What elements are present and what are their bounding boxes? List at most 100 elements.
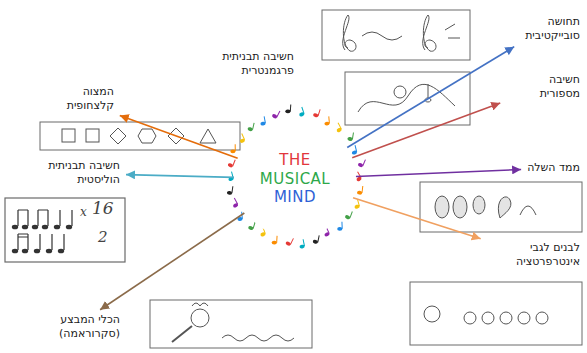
sketch-box-instrument — [150, 300, 312, 348]
circle-sketch — [500, 312, 512, 324]
arrow-connector — [356, 170, 521, 177]
sketch-frame — [345, 72, 470, 125]
concept-text: ממד השלה — [527, 161, 580, 175]
center-circle: THEMUSICALMIND — [236, 120, 354, 238]
hexagon-sketch — [138, 129, 156, 143]
repeat-number: 2 — [98, 228, 108, 247]
note-head — [46, 249, 52, 254]
sketch-frame — [5, 198, 125, 262]
note-head — [32, 225, 38, 230]
note-stem — [355, 145, 357, 152]
ring-note — [271, 109, 280, 119]
note-stem — [341, 222, 342, 229]
note-stem — [253, 123, 255, 130]
concept-text: הכלי המבצע (סקרוראמה) — [28, 313, 120, 342]
ring-note — [298, 239, 305, 249]
note-head — [272, 241, 277, 245]
ring-note — [334, 123, 343, 133]
title-word: THE — [279, 151, 310, 170]
circle-sketch — [424, 306, 440, 322]
wave-sketch — [222, 335, 294, 341]
blob-sketch — [473, 196, 485, 214]
concept-label: תחושה סובייקטיבית — [504, 14, 582, 45]
sketch-frame — [420, 182, 582, 232]
note-head — [22, 249, 28, 254]
connectors — [100, 47, 521, 310]
sketch-box-bricks — [410, 282, 582, 345]
note-stem — [277, 111, 280, 117]
note-stem — [318, 109, 320, 116]
note-stem — [303, 239, 304, 246]
ring-note — [272, 236, 278, 245]
arrow-connector — [120, 116, 238, 159]
concept-label: חשיבה תבניתית הוליסטית — [30, 158, 122, 189]
ring-note — [247, 122, 254, 132]
note-stem — [276, 236, 277, 243]
ring-note — [337, 222, 343, 231]
concept-label: המצוה קלצחופית — [34, 84, 116, 115]
circle-sketch — [394, 86, 406, 98]
note-stem — [234, 198, 237, 204]
diamond-sketch — [110, 128, 126, 144]
ring-note — [312, 234, 319, 244]
circle-sketch — [191, 309, 209, 327]
note-head — [34, 249, 40, 254]
note-stem — [328, 116, 330, 123]
ring-note — [230, 144, 235, 153]
ring-note — [344, 210, 352, 220]
blob-sketch — [453, 196, 467, 218]
note-stem — [235, 144, 236, 151]
blob-sketch — [498, 197, 511, 218]
note-heads — [12, 225, 72, 254]
ring-note — [347, 132, 354, 142]
concept-text: חשיבה מספורית — [506, 73, 580, 102]
repeat-number: 16 — [92, 198, 114, 219]
note-stem — [242, 133, 245, 139]
ring-note — [227, 158, 235, 168]
sketch-box-notes — [5, 198, 125, 262]
circle-sketch — [482, 312, 494, 324]
clef-sketch — [343, 15, 356, 51]
concept-label: חשיבה מספורית — [504, 72, 582, 103]
loop-sketch — [192, 303, 208, 306]
ring-note — [324, 116, 330, 125]
blob-sketch — [435, 196, 449, 218]
sketch-frame — [322, 10, 470, 60]
ring-note — [285, 104, 291, 113]
note-head — [58, 249, 64, 254]
concept-label: לבנים לגבי אינטרפרטציה — [482, 240, 582, 271]
clef-sketch — [423, 15, 436, 51]
triangle-sketch — [200, 129, 216, 143]
note-head — [22, 225, 28, 230]
title-word: MUSICAL — [260, 170, 330, 189]
handle-sketch — [172, 326, 192, 342]
note-stem — [352, 132, 353, 139]
sketch-box-clefs — [322, 10, 470, 60]
arrow-connector — [353, 198, 481, 239]
note-ring — [227, 104, 366, 249]
note-head — [54, 225, 60, 230]
sketch-box-blobs — [420, 182, 582, 232]
note-head — [336, 127, 342, 133]
sketch-box-story — [345, 72, 470, 125]
note-stem — [233, 160, 236, 166]
note-stem — [318, 235, 319, 242]
note-stem — [361, 186, 363, 193]
multiplier-mark: x — [80, 205, 87, 220]
ring-note — [259, 116, 266, 126]
arrow-connector — [347, 47, 514, 148]
curve-sketch — [358, 84, 455, 112]
concept-text: חשיבה תבניתית הוליסטית — [32, 159, 120, 188]
note-head — [42, 225, 48, 230]
note-head — [12, 249, 18, 254]
sketch-frame — [40, 122, 240, 150]
sketch-frame — [410, 282, 582, 345]
stroke-sketch — [520, 206, 536, 215]
note-head — [66, 225, 72, 230]
note-stem — [290, 238, 293, 244]
arrow-connector — [100, 213, 244, 310]
note-head — [232, 202, 238, 208]
note-stems — [18, 234, 64, 250]
